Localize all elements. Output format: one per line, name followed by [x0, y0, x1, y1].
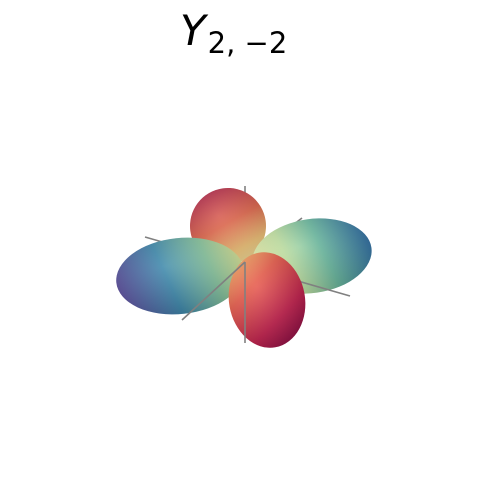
- title-subscript: 2, −2: [208, 26, 288, 60]
- lobe-front-bottom: [228, 252, 306, 348]
- axis-diagonal-lower: [181, 261, 246, 321]
- plot-title: Y2, −2: [180, 6, 287, 60]
- lobe-front-left: [116, 237, 244, 315]
- title-main: Y: [180, 6, 209, 55]
